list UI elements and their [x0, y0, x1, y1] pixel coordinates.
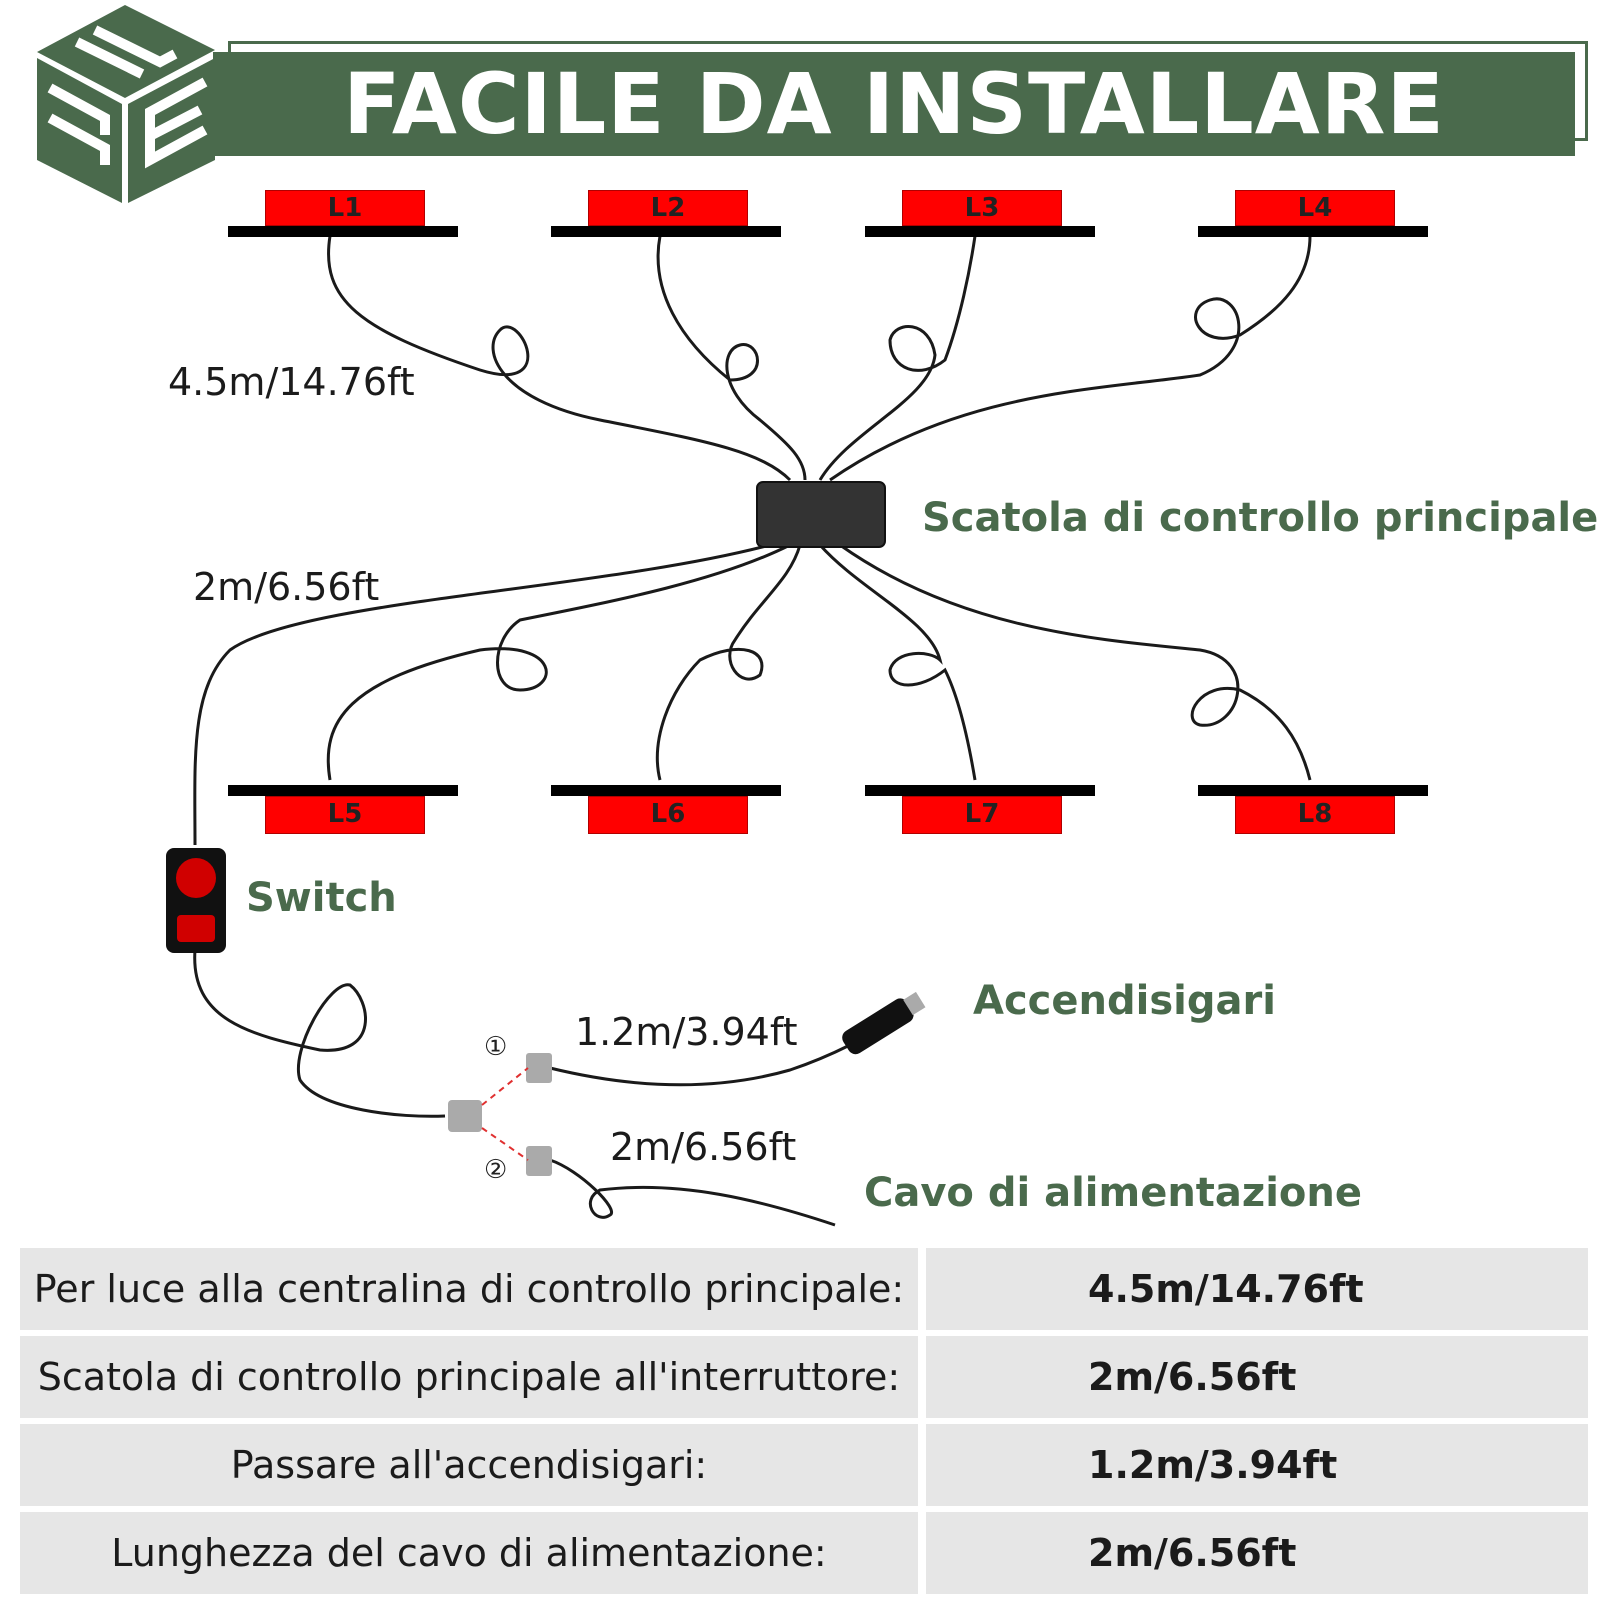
- switch-button-on: [176, 858, 216, 898]
- connector-2: [526, 1146, 552, 1176]
- light-l1-base: [228, 226, 458, 237]
- table-row: Per luce alla centralina di controllo pr…: [20, 1248, 1588, 1330]
- spec-value: 4.5m/14.76ft: [926, 1248, 1588, 1330]
- power-cable-length-label: 2m/6.56ft: [610, 1125, 797, 1169]
- wire-l3: [818, 235, 977, 481]
- connector-2-mark: ②: [484, 1155, 508, 1185]
- cube-logo-icon: [37, 5, 215, 203]
- light-l4-base: [1198, 226, 1428, 237]
- power-cable-label: Cavo di alimentazione: [864, 1170, 1362, 1216]
- light-l7-base: [865, 785, 1095, 796]
- switch-label: Switch: [246, 875, 397, 921]
- light-l5-base: [228, 785, 458, 796]
- light-l5: L5: [265, 796, 425, 834]
- cigarette-lighter-label: Accendisigari: [973, 978, 1276, 1024]
- switch-button-off: [177, 915, 215, 942]
- switch-cable-length-label: 2m/6.56ft: [193, 565, 380, 609]
- connector-1: [526, 1053, 552, 1083]
- light-l6: L6: [588, 796, 748, 834]
- light-cable-length-label: 4.5m/14.76ft: [168, 360, 415, 404]
- wire-l8: [839, 543, 1312, 781]
- cigarette-cable-length-label: 1.2m/3.94ft: [575, 1010, 798, 1054]
- wire-l7: [818, 544, 977, 781]
- light-l7: L7: [902, 796, 1062, 834]
- light-l4: L4: [1235, 190, 1395, 226]
- light-l8: L8: [1235, 796, 1395, 834]
- table-row: Passare all'accendisigari: 1.2m/3.94ft: [20, 1424, 1588, 1506]
- light-l2-base: [551, 226, 781, 237]
- light-l6-base: [551, 785, 781, 796]
- spec-label: Scatola di controllo principale all'inte…: [20, 1336, 918, 1418]
- light-l8-base: [1198, 785, 1428, 796]
- header-banner: [213, 52, 1575, 156]
- control-box-label: Scatola di controllo principale: [922, 495, 1599, 541]
- wire-switch: [193, 543, 771, 846]
- spec-label: Per luce alla centralina di controllo pr…: [20, 1248, 918, 1330]
- wire-lighter: [549, 1043, 851, 1087]
- splitter-connector: [448, 1100, 482, 1132]
- wire-l4: [829, 235, 1312, 482]
- wire-l1: [327, 235, 792, 482]
- spec-value: 1.2m/3.94ft: [926, 1424, 1588, 1506]
- table-row: Lunghezza del cavo di alimentazione: 2m/…: [20, 1512, 1588, 1594]
- control-box: [756, 481, 886, 548]
- page-title: FACILE DA INSTALLARE: [343, 55, 1445, 153]
- wire-l6: [655, 544, 802, 781]
- light-l3: L3: [902, 190, 1062, 226]
- spec-label: Lunghezza del cavo di alimentazione:: [20, 1512, 918, 1594]
- cigarette-lighter-plug: [842, 991, 926, 1055]
- connector-1-mark: ①: [484, 1032, 508, 1062]
- light-l2: L2: [588, 190, 748, 226]
- spec-value: 2m/6.56ft: [926, 1336, 1588, 1418]
- wire-power: [549, 1158, 836, 1227]
- table-row: Scatola di controllo principale all'inte…: [20, 1336, 1588, 1418]
- light-l3-base: [865, 226, 1095, 237]
- wire-l2: [656, 235, 807, 481]
- spec-label: Passare all'accendisigari:: [20, 1424, 918, 1506]
- wire-splitter: [193, 949, 446, 1118]
- spec-value: 2m/6.56ft: [926, 1512, 1588, 1594]
- wire-l5: [326, 543, 791, 781]
- light-l1: L1: [265, 190, 425, 226]
